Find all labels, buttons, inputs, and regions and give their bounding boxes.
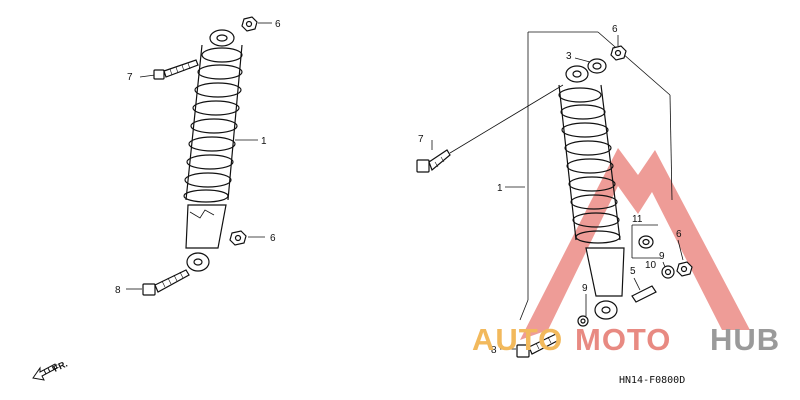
front-arrow-icon	[32, 363, 58, 381]
callout-6-right-side: 6	[676, 229, 682, 240]
callout-9-right-upper: 9	[659, 251, 665, 262]
callout-6-left-upper: 6	[275, 19, 281, 30]
right-spring	[558, 84, 621, 244]
callout-6-right-top: 6	[612, 24, 618, 35]
right-upper-bolt	[416, 84, 564, 173]
callout-7-right: 7	[418, 134, 424, 145]
callout-8-left: 8	[115, 285, 121, 296]
left-lower-nut	[229, 230, 247, 246]
right-lower-bolt	[516, 333, 560, 358]
callout-11-right: 11	[632, 214, 643, 225]
right-side-nut	[676, 261, 693, 277]
callout-10-right: 10	[645, 260, 657, 271]
diagram-code: HN14-F0800D	[619, 375, 685, 386]
left-upper-bolt	[139, 59, 199, 80]
right-upper-bushing	[587, 58, 607, 74]
callout-9-right-lower: 9	[582, 283, 588, 294]
right-bushing-11	[638, 235, 654, 249]
right-bushing-10	[661, 265, 675, 279]
callout-7-left: 7	[127, 72, 133, 83]
watermark-triangle-icon	[520, 148, 750, 340]
callout-1-right: 1	[497, 183, 503, 194]
callout-6-left-lower: 6	[270, 233, 276, 244]
watermark-text: AUTO MOTO HUB	[472, 322, 780, 357]
callout-3-right: 3	[566, 51, 572, 62]
callout-8-right: 8	[491, 345, 497, 356]
watermark-hub: HUB	[710, 322, 780, 357]
watermark-auto: AUTO	[472, 322, 563, 357]
watermark-moto: MOTO	[575, 322, 671, 357]
left-shock-assembly	[126, 16, 272, 296]
callout-1-left: 1	[261, 136, 267, 147]
callout-5-right: 5	[630, 266, 636, 277]
right-washer-left	[577, 315, 589, 327]
right-bracket-frame	[519, 31, 673, 321]
left-spring	[183, 44, 243, 203]
left-lower-bolt	[142, 269, 190, 296]
watermark-logo	[520, 148, 750, 340]
right-collar-5	[631, 285, 657, 303]
left-upper-nut	[241, 16, 258, 32]
right-upper-nut	[610, 45, 627, 61]
front-direction-label: FR.	[52, 359, 69, 374]
right-shock-assembly	[416, 31, 693, 358]
